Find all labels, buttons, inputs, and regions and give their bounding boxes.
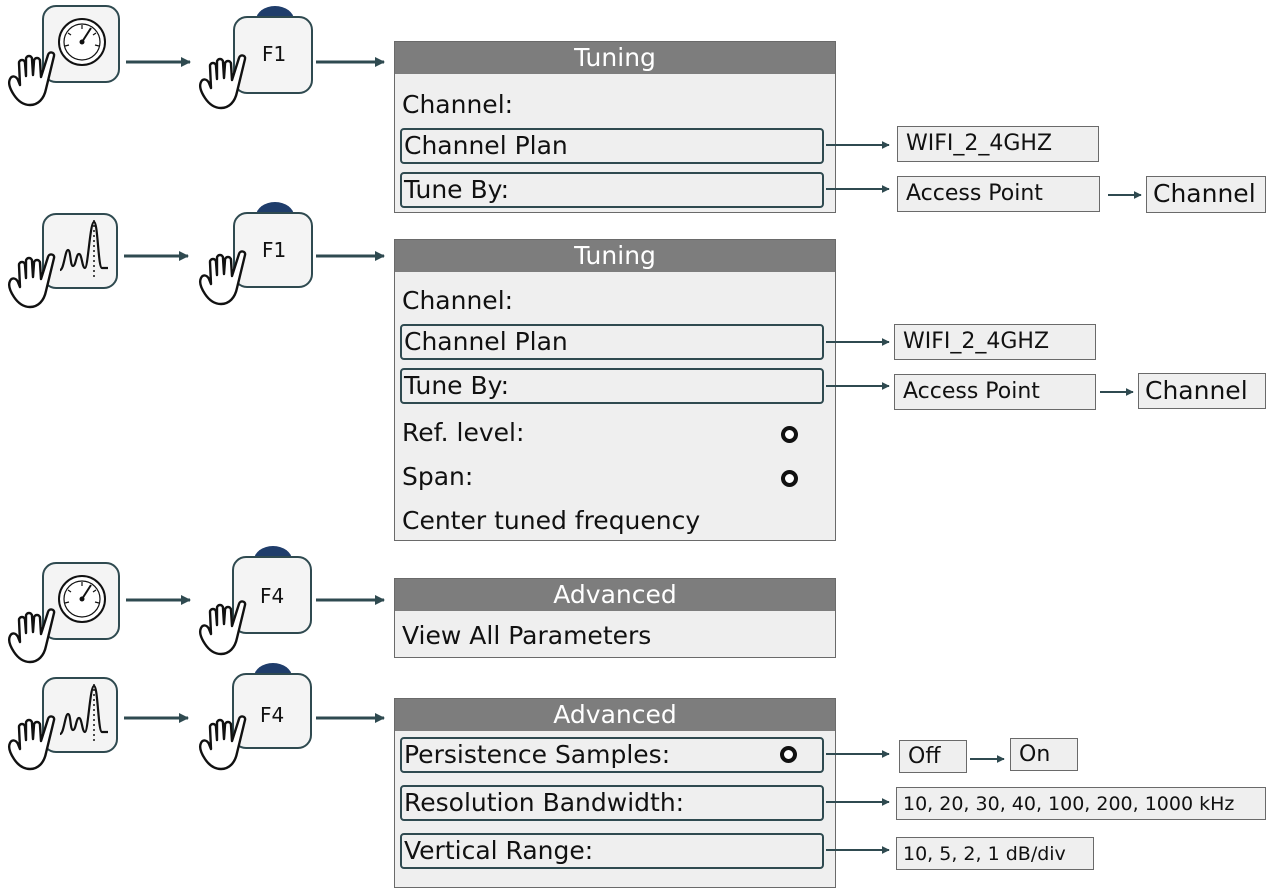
function-key-label: F4 [260,584,285,608]
advanced-menu: Advanced View All Parameters [394,578,836,658]
menu-item-label: Persistence Samples: [404,740,671,769]
menu-item-label: Tune By: [404,175,510,204]
spectrum-icon [59,684,108,742]
menu-item-persistence-samples[interactable]: Persistence Samples: [400,737,824,773]
menu-title: Advanced [395,579,835,611]
menu-item-tune-by[interactable]: Tune By: [400,368,824,404]
knob-adjust-icon [781,426,798,443]
menu-item-label: Vertical Range: [404,836,594,865]
option-value[interactable]: 10, 5, 2, 1 dB/div [896,837,1094,870]
option-value[interactable]: Channel [1138,373,1266,409]
function-key-label: F1 [262,42,287,66]
spectrum-icon [59,220,108,278]
menu-title: Advanced [395,699,835,731]
menu-item-label: Channel Plan [404,131,568,160]
menu-item-span[interactable]: Span: [402,462,474,491]
option-value[interactable]: WIFI_2_4GHZ [897,126,1099,162]
menu-title: Tuning [395,42,835,74]
option-value[interactable]: Access Point [894,374,1096,410]
menu-item-tune-by[interactable]: Tune By: [400,172,824,208]
menu-item-channel[interactable]: Channel: [402,286,514,315]
advanced-menu: Advanced Persistence Samples: Resolution… [394,698,836,888]
tuning-menu: Tuning Channel: Channel Plan Tune By: Re… [394,239,836,541]
function-key-label: F1 [262,238,287,262]
menu-item-resolution-bandwidth[interactable]: Resolution Bandwidth: [400,785,824,821]
menu-item-channel-plan[interactable]: Channel Plan [400,128,824,164]
menu-item-center-tuned-frequency[interactable]: Center tuned frequency [402,506,701,535]
menu-item-label: Tune By: [404,371,510,400]
tuning-menu: Tuning Channel: Channel Plan Tune By: [394,41,836,213]
menu-item-ref-level[interactable]: Ref. level: [402,418,525,447]
option-value[interactable]: Access Point [897,176,1100,212]
function-key-f4[interactable] [232,556,312,634]
spectrum-mode-key[interactable] [42,677,118,753]
knob-adjust-icon [781,470,798,487]
knob-adjust-icon [780,746,797,763]
option-value[interactable]: 10, 20, 30, 40, 100, 200, 1000 kHz [896,787,1266,820]
menu-item-view-all-parameters[interactable]: View All Parameters [402,621,652,650]
option-value[interactable]: Off [899,740,967,773]
option-value[interactable]: WIFI_2_4GHZ [894,324,1096,360]
meter-icon [58,18,106,66]
menu-item-label: Channel Plan [404,327,568,356]
option-value[interactable]: On [1010,738,1078,771]
menu-item-channel[interactable]: Channel: [402,90,514,119]
spectrum-mode-key[interactable] [42,213,118,289]
function-key-label: F4 [260,703,285,727]
option-value[interactable]: Channel [1146,176,1266,213]
meter-icon [58,575,106,623]
function-key-f1[interactable] [233,16,313,94]
menu-item-vertical-range[interactable]: Vertical Range: [400,833,824,869]
menu-item-channel-plan[interactable]: Channel Plan [400,324,824,360]
meter-mode-key[interactable] [42,5,120,83]
menu-title: Tuning [395,240,835,272]
function-key-f4[interactable] [232,673,312,749]
menu-item-label: Resolution Bandwidth: [404,788,685,817]
function-key-f1[interactable] [233,212,313,288]
